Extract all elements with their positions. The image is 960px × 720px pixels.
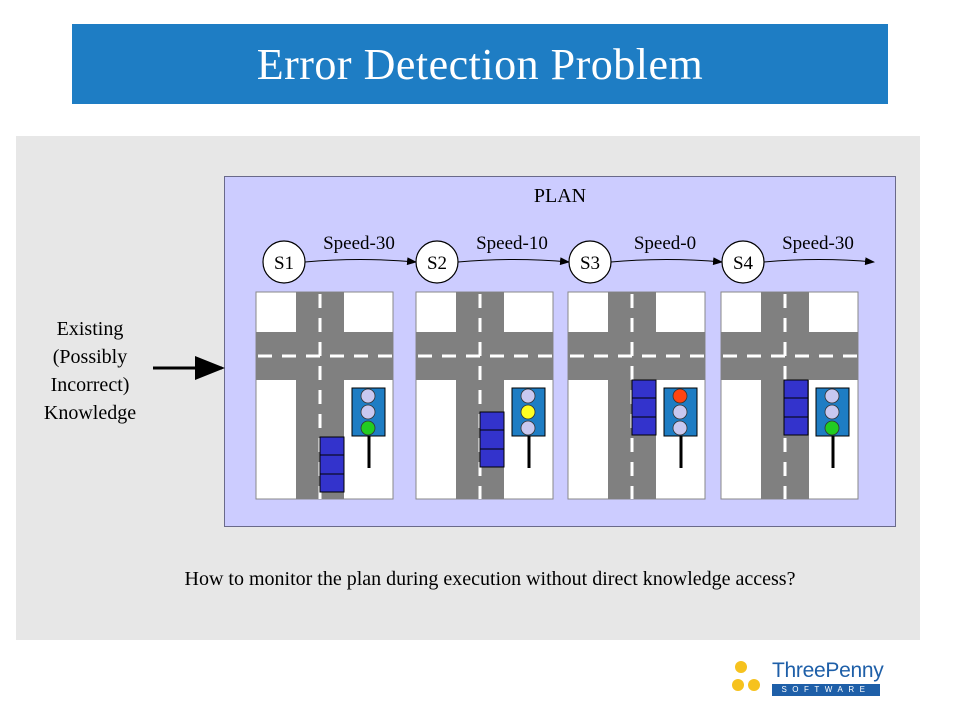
traffic-light-lamp xyxy=(520,404,536,420)
traffic-light-lamp xyxy=(360,420,376,436)
traffic-light-lamp xyxy=(672,404,688,420)
knowledge-line-3: Incorrect) xyxy=(50,374,130,396)
transition-arrow-2 xyxy=(457,257,570,266)
intersection-scene-2 xyxy=(415,291,554,500)
title-bar: Error Detection Problem xyxy=(72,24,888,104)
knowledge-label: Existing (Possibly Incorrect) Knowledge xyxy=(20,315,160,427)
transition-arrow-4 xyxy=(763,257,875,266)
knowledge-line-1: Existing xyxy=(56,318,124,340)
traffic-light-lamp xyxy=(824,420,840,436)
slide-title: Error Detection Problem xyxy=(256,39,704,89)
traffic-light-lamp xyxy=(520,388,536,404)
logo-sub: SOFTWARE xyxy=(772,684,880,696)
logo-icon xyxy=(732,661,760,691)
road-horizontal xyxy=(416,332,553,380)
car xyxy=(479,411,505,468)
logo-name: ThreePenny xyxy=(772,659,884,682)
intersection-scene-3 xyxy=(567,291,706,500)
state-label-4: S4 xyxy=(733,253,754,274)
transition-arrow-1 xyxy=(304,257,417,266)
traffic-light-lamp xyxy=(360,388,376,404)
state-label-1: S1 xyxy=(274,253,294,274)
action-label-2: Speed-10 xyxy=(476,233,548,254)
traffic-light-lamp xyxy=(824,404,840,420)
knowledge-line-2: (Possibly xyxy=(52,346,128,368)
traffic-light-lamp xyxy=(520,420,536,436)
knowledge-line-4: Knowledge xyxy=(43,402,137,424)
state-label-3: S3 xyxy=(580,253,600,274)
car xyxy=(783,379,809,436)
traffic-light-lamp xyxy=(672,420,688,436)
traffic-light-lamp xyxy=(360,404,376,420)
plan-label: PLAN xyxy=(533,185,587,207)
car xyxy=(319,436,345,493)
transition-arrow-3 xyxy=(610,257,723,266)
traffic-light-lamp xyxy=(824,388,840,404)
intersection-scene-4 xyxy=(720,291,859,500)
question-text: How to monitor the plan during execution… xyxy=(184,568,796,590)
car xyxy=(631,379,657,436)
road-horizontal xyxy=(568,332,705,380)
intersection-scene-1 xyxy=(255,291,394,500)
action-label-3: Speed-0 xyxy=(634,233,696,254)
road-horizontal xyxy=(721,332,858,380)
action-label-1: Speed-30 xyxy=(323,233,395,254)
road-horizontal xyxy=(256,332,393,380)
state-label-2: S2 xyxy=(427,253,447,274)
action-label-4: Speed-30 xyxy=(782,233,854,254)
traffic-light-lamp xyxy=(672,388,688,404)
